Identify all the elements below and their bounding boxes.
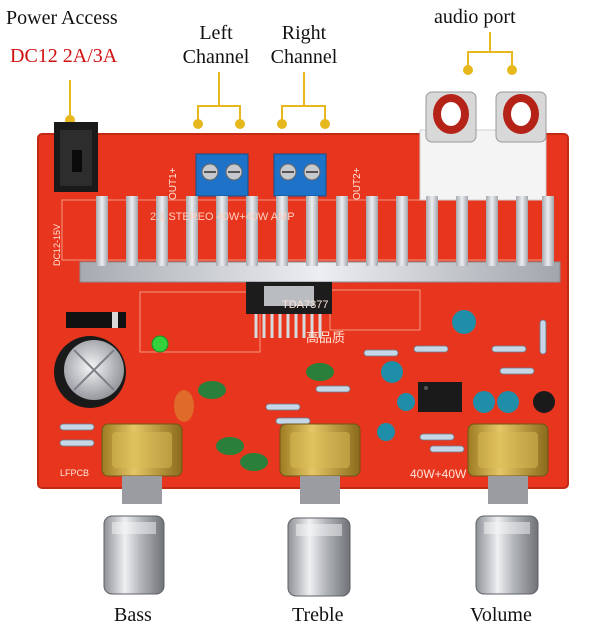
volume-label: Volume (470, 604, 532, 626)
volume-knob[interactable] (467, 423, 549, 595)
electrolytic-capacitor (54, 336, 126, 408)
chinese-silk: 高品质 (306, 330, 345, 345)
op-amp-ic (418, 382, 462, 412)
power-pointer-icon (65, 80, 75, 125)
left-channel-bracket-icon (193, 72, 245, 129)
bass-knob[interactable] (101, 423, 183, 595)
power-rating-silk: 40W+40W (410, 467, 467, 481)
rca-audio-jacks (419, 91, 547, 201)
amplifier-chip (246, 282, 332, 338)
small-capacitors (174, 310, 555, 471)
resistors (59, 319, 547, 453)
left-channel-label-line1: Left (199, 22, 233, 44)
bass-label: Bass (114, 604, 152, 626)
treble-knob[interactable] (279, 423, 361, 597)
aluminum-heatsink (79, 196, 561, 283)
dc-power-jack (54, 122, 98, 192)
right-channel-label-line2: Channel (270, 46, 338, 68)
power-spec-label: DC12 2A/3A (10, 45, 118, 67)
audio-port-label: audio port (434, 6, 516, 28)
out1-silk: OUT1+ (168, 167, 179, 200)
out2-silk: OUT2+ (352, 167, 363, 200)
silk-top: 2.1 STEREO 40W+40W AMP (150, 211, 295, 223)
power-led (151, 335, 169, 353)
right-channel-terminal (273, 153, 327, 197)
chip-label: TDA7377 (282, 299, 328, 311)
diode (66, 312, 126, 328)
power-access-label: Power Access (6, 7, 118, 29)
treble-label: Treble (292, 604, 344, 626)
voltage-silk: DC12-15V (52, 224, 62, 266)
model-silk: LFPCB (60, 468, 89, 478)
right-channel-label-line1: Right (281, 22, 327, 44)
left-channel-terminal (195, 153, 249, 197)
left-channel-label-line2: Channel (182, 46, 250, 68)
audio-port-bracket-icon (463, 32, 517, 75)
right-channel-bracket-icon (277, 72, 330, 129)
